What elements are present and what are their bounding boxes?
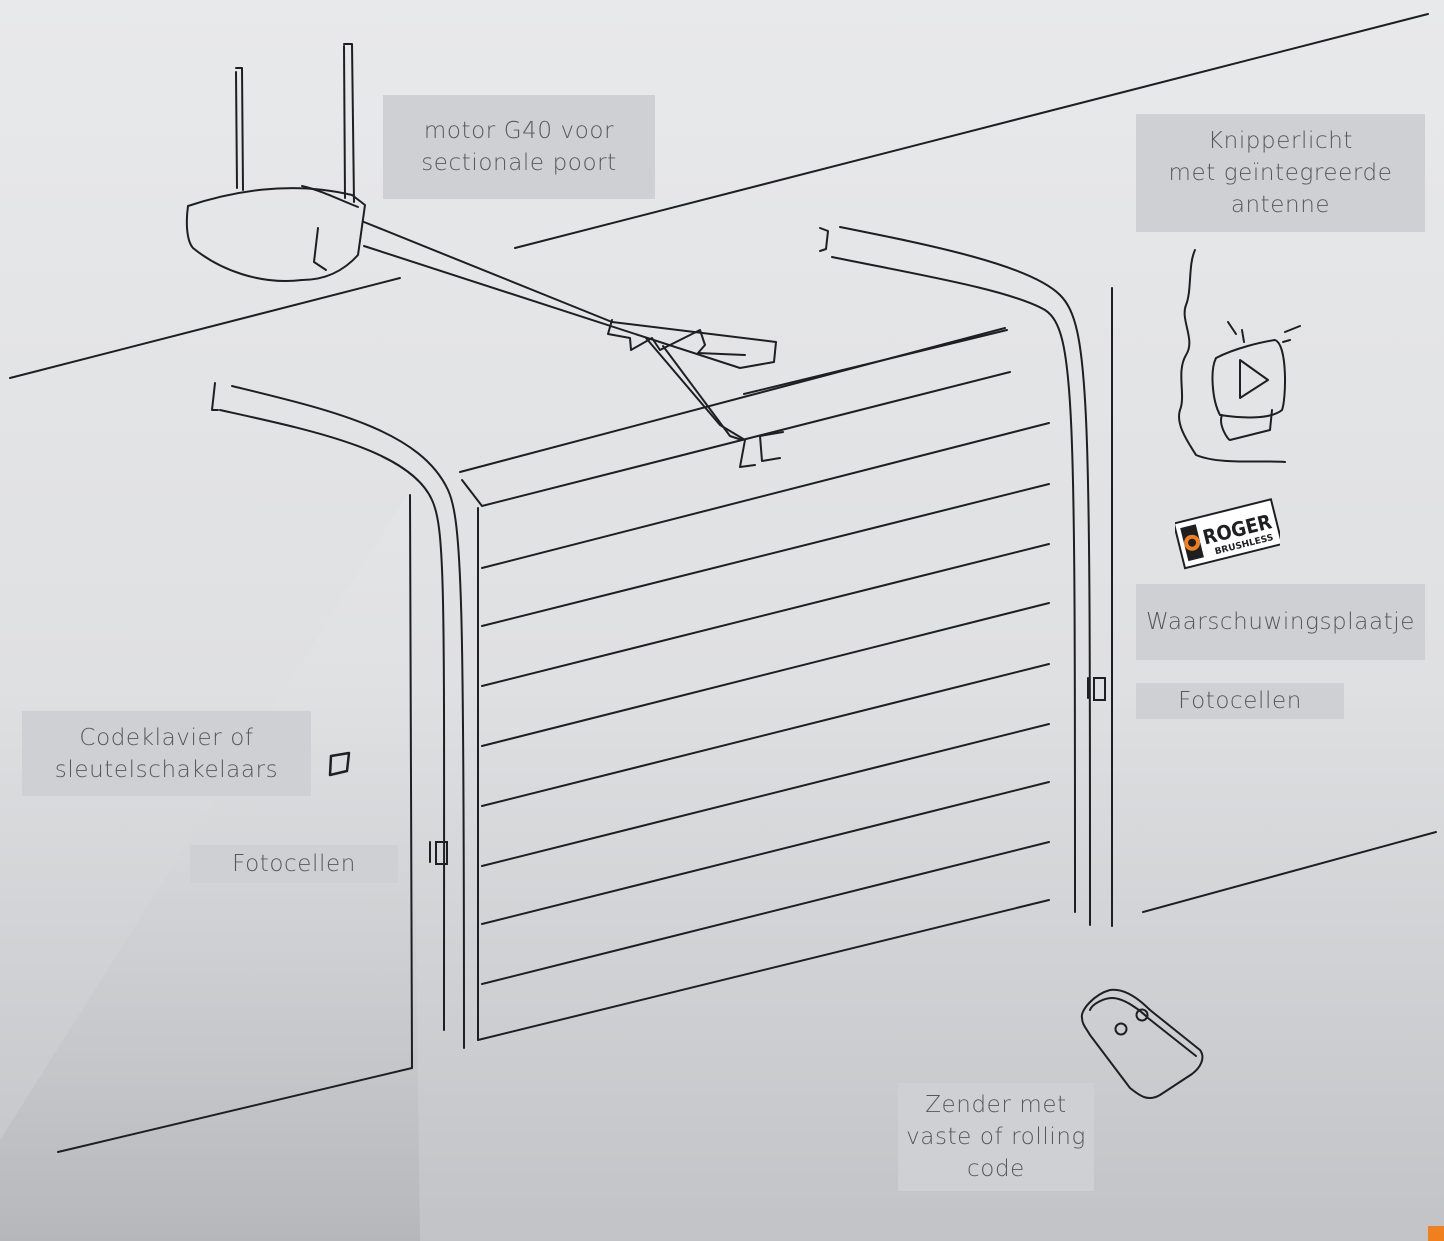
roger-brushless-logo: ROGER BRUSHLESS bbox=[1175, 495, 1280, 573]
keypad-label-line-2: sleutelschakelaars bbox=[55, 754, 278, 786]
keypad-label-line-1: Codeklavier of bbox=[55, 722, 278, 754]
flasher-label-line-1: Knipperlicht bbox=[1168, 125, 1392, 157]
photocells-left-label-text: Fotocellen bbox=[232, 848, 356, 880]
photocells-left-label: Fotocellen bbox=[190, 845, 398, 883]
flasher-label-line-2: met geïntegreerde bbox=[1168, 157, 1392, 189]
motor-label-line-1: motor G40 voor bbox=[421, 115, 617, 147]
warning-plate-label-text: Waarschuwingsplaatje bbox=[1146, 606, 1415, 638]
transmitter-label-line-3: code bbox=[906, 1153, 1086, 1185]
motor-label: motor G40 voor sectionale poort bbox=[383, 95, 655, 199]
flasher-label-line-3: antenne bbox=[1168, 189, 1392, 221]
transmitter-label-line-1: Zender met bbox=[906, 1089, 1086, 1121]
transmitter-label: Zender met vaste of rolling code bbox=[898, 1083, 1094, 1191]
motor-label-line-2: sectionale poort bbox=[421, 147, 617, 179]
photocells-right-label: Fotocellen bbox=[1136, 683, 1344, 719]
warning-plate-label: Waarschuwingsplaatje bbox=[1136, 584, 1425, 660]
photocells-right-label-text: Fotocellen bbox=[1178, 685, 1302, 717]
orange-corner-mark bbox=[1428, 1226, 1444, 1241]
transmitter-label-line-2: vaste of rolling bbox=[906, 1121, 1086, 1153]
keypad-label: Codeklavier of sleutelschakelaars bbox=[22, 711, 311, 796]
flasher-label: Knipperlicht met geïntegreerde antenne bbox=[1136, 114, 1425, 232]
